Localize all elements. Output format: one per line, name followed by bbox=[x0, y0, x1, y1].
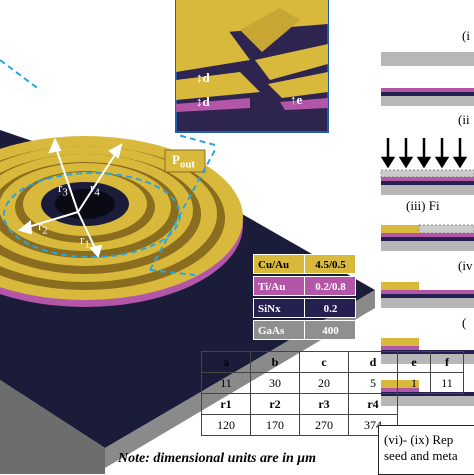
table-cell: 20 bbox=[299, 372, 349, 394]
legend-thickness: 4.5/0.5 bbox=[304, 255, 356, 273]
table-cell: r4 bbox=[348, 393, 398, 415]
legend-row: GaAs 400 bbox=[253, 320, 356, 340]
step-caption-3: (iii) Fi bbox=[406, 198, 440, 213]
zoom-inset bbox=[175, 0, 329, 133]
table-cell: 270 bbox=[299, 414, 349, 436]
radius-arrows bbox=[17, 137, 123, 259]
dashed-guides bbox=[0, 59, 216, 276]
step-caption-5: ( bbox=[462, 315, 467, 330]
e-label: ↑e bbox=[290, 92, 303, 107]
legend-material: Cu/Au bbox=[258, 259, 290, 271]
legend-thickness: 400 bbox=[304, 321, 356, 339]
table-cell: r2 bbox=[250, 393, 300, 415]
caption-line-1: (vi)- (ix) Rep bbox=[384, 432, 454, 447]
legend-material: SiNx bbox=[258, 303, 281, 315]
legend-row: Cu/Au 4.5/0.5 bbox=[253, 254, 356, 274]
table-cell: b bbox=[250, 351, 300, 373]
table-cell: 11 bbox=[430, 372, 464, 394]
r3-label: r3 bbox=[58, 180, 68, 199]
legend-thickness: 0.2 bbox=[304, 299, 356, 317]
table-cell: 11 bbox=[201, 372, 251, 394]
table-cell: 120 bbox=[201, 414, 251, 436]
table-cell: e bbox=[397, 351, 431, 373]
r4-label: r4 bbox=[90, 180, 100, 199]
table-cell: f bbox=[430, 351, 464, 373]
legend-material: Ti/Au bbox=[258, 281, 286, 293]
legend-material: GaAs bbox=[258, 325, 285, 337]
pout-label: Pout bbox=[172, 152, 195, 171]
table-cell: r3 bbox=[299, 393, 349, 415]
table-cell: 170 bbox=[250, 414, 300, 436]
legend-row: Ti/Au 0.2/0.8 bbox=[253, 276, 356, 296]
legend-row: SiNx 0.2 bbox=[253, 298, 356, 318]
caption-line-2: seed and meta bbox=[384, 448, 458, 463]
r2-label: r2 bbox=[38, 218, 48, 237]
spiral-inductor bbox=[0, 136, 243, 307]
step-caption-2: (ii bbox=[458, 112, 470, 127]
table-cell: 30 bbox=[250, 372, 300, 394]
d-label-bottom: ↕d bbox=[196, 94, 210, 109]
table-cell: 5 bbox=[348, 372, 398, 394]
table-cell: c bbox=[299, 351, 349, 373]
output-port bbox=[164, 149, 206, 173]
table-cell: a bbox=[201, 351, 251, 373]
d-label-top: ↕d bbox=[196, 70, 210, 85]
table-cell: d bbox=[348, 351, 398, 373]
table-cell: r1 bbox=[201, 393, 251, 415]
table-cell: 1 bbox=[397, 372, 431, 394]
steps-caption-box: (vi)- (ix) Rep seed and meta bbox=[378, 425, 474, 475]
r1-label: r1 bbox=[80, 232, 90, 251]
legend-thickness: 0.2/0.8 bbox=[304, 277, 356, 295]
units-note: Note: dimensional units are in μm bbox=[118, 451, 316, 466]
step-caption-1: (i bbox=[462, 28, 470, 43]
step-caption-4: (iv bbox=[458, 258, 473, 273]
